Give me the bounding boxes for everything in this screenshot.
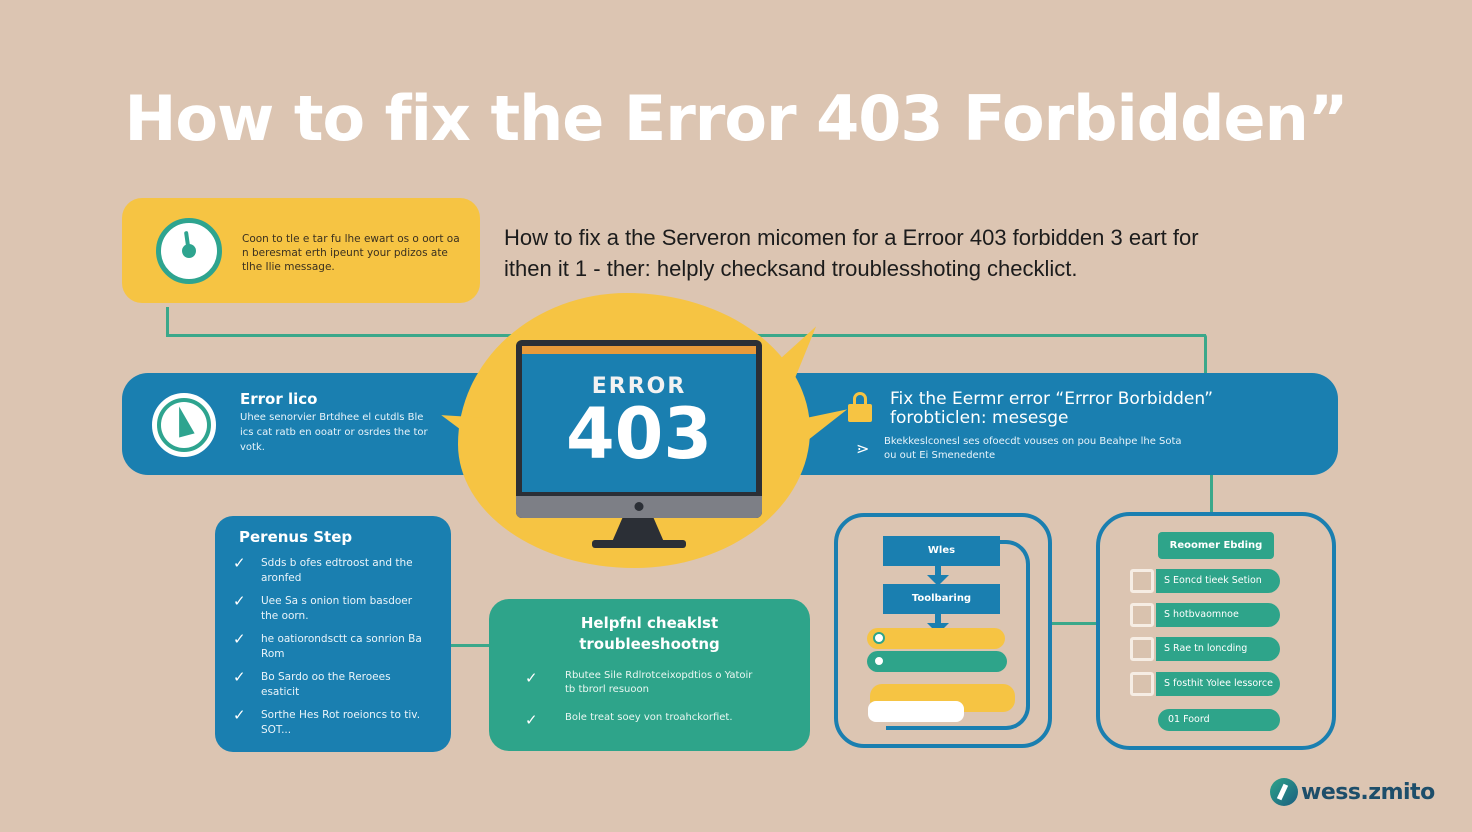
error-label: ERROR (591, 374, 687, 399)
step-text: Sdds b ofes edtroost and the aronfed (261, 557, 413, 584)
fix-error-body: Bkekkeslconesl ses ofoecdt vouses on pou… (884, 436, 1182, 461)
check-icon: ✓ (233, 630, 246, 648)
error-code: 403 (565, 393, 713, 475)
page-title: How to fix the Error 403 Forbidden” (124, 82, 1349, 155)
brand-logo: wess.zmito (1270, 778, 1435, 806)
check-icon: ✓ (233, 668, 246, 686)
fix-error-heading: Fix the Eermr error “Errror Borbidden” f… (890, 389, 1214, 428)
checklist-item: ✓ Bole treat soey von troahckorfiet. (525, 711, 765, 729)
fix-error-banner: Fix the Eermr error “Errror Borbidden” f… (780, 373, 1338, 475)
flow-step-1: Wles (883, 536, 1000, 566)
checklist-heading: Reoomer Ebding (1158, 532, 1274, 559)
monitor-base (592, 540, 686, 548)
checklist-footer-pill: 01 Foord (1158, 709, 1280, 731)
intro-card: Coon to tle e tar fu lhe ewart os o oort… (122, 198, 480, 303)
clock-icon (152, 393, 216, 457)
flow-bar-green (867, 651, 1007, 672)
helpful-checklist-heading: Helpfnl cheaklst troubleeshootng (489, 613, 810, 655)
checklist-row-label: S Rae tn loncding (1156, 637, 1280, 661)
error-info-heading: Error lico (240, 390, 318, 408)
arrow-down-icon (927, 566, 949, 586)
step-item: ✓ Sorthe Hes Rot roeioncs to tiv. SOT... (233, 708, 433, 737)
check-icon: ✓ (525, 711, 538, 729)
checkbox[interactable] (1130, 672, 1154, 696)
checklist-row[interactable]: S hotbvaomnoe (1130, 603, 1280, 627)
monitor-screen: ERROR 403 (522, 354, 756, 492)
connector-line (166, 307, 169, 335)
logo-wordmark: wess.zmito (1301, 779, 1435, 805)
arrow-down-icon (927, 614, 949, 634)
status-dot-icon (873, 632, 885, 644)
flow-bar-yellow (867, 628, 1005, 649)
chevron-right-icon: ⋗ (856, 439, 870, 458)
previous-step-heading: Perenus Step (239, 528, 353, 546)
intro-text: How to fix a the Serveron micomen for a … (504, 222, 1304, 284)
checkbox[interactable] (1130, 603, 1154, 627)
lock-icon (848, 392, 874, 422)
step-text: Sorthe Hes Rot roeioncs to tiv. SOT... (261, 709, 421, 736)
step-item: ✓ Uee Sa s onion tiom basdoer the oorn. (233, 594, 433, 623)
error-info-banner: Error lico Uhee senorvier Brtdhee el cut… (122, 373, 522, 475)
step-text: he oatiorondsctt ca sonrion Ba Rom (261, 633, 422, 660)
heading-line-2: troubleeshootng (579, 635, 720, 653)
connector-line (1052, 622, 1096, 625)
intro-line-2: ithen it 1 - ther: helply checksand trou… (504, 256, 1078, 281)
step-item: ✓ he oatiorondsctt ca sonrion Ba Rom (233, 632, 433, 661)
monitor-chin (516, 496, 762, 518)
intro-card-text: Coon to tle e tar fu lhe ewart os o oort… (242, 233, 460, 273)
checklist-item-text: Bole treat soey von troahckorfiet. (565, 712, 733, 723)
checkbox[interactable] (1130, 569, 1154, 593)
monitor-stand (612, 518, 664, 542)
helpful-checklist-card: Helpfnl cheaklst troubleeshootng ✓ Rbute… (489, 599, 810, 751)
status-dot-icon (873, 655, 885, 667)
previous-step-card: Perenus Step ✓ Sdds b ofes edtroost and … (215, 516, 451, 752)
checklist-row[interactable]: S fosthit Yolee lessorce (1130, 672, 1280, 696)
check-icon: ✓ (233, 554, 246, 572)
flow-bar-white (868, 701, 964, 722)
connector-line (451, 644, 489, 647)
checklist-row[interactable]: S Eoncd tieek Setion (1130, 569, 1280, 593)
checklist-item: ✓ Rbutee Sile Rdlrotceixopdtios o Yatoir… (525, 669, 765, 697)
step-text: Bo Sardo oo the Reroees esaticit (261, 671, 391, 698)
checklist-row-label: S Eoncd tieek Setion (1156, 569, 1280, 593)
checklist-row-label: S fosthit Yolee lessorce (1156, 672, 1280, 696)
error-info-body: Uhee senorvier Brtdhee el cutdls Ble ics… (240, 412, 428, 453)
connector-line (1210, 475, 1213, 513)
flow-step-2: Toolbaring (883, 584, 1000, 614)
check-icon: ✓ (233, 706, 246, 724)
monitor-illustration: ERROR 403 (516, 340, 762, 518)
step-item: ✓ Bo Sardo oo the Reroees esaticit (233, 670, 433, 699)
intro-line-1: How to fix a the Serveron micomen for a … (504, 225, 1199, 250)
checklist-row-label: S hotbvaomnoe (1156, 603, 1280, 627)
connector-line (1204, 334, 1207, 374)
clock-icon (156, 218, 222, 284)
check-icon: ✓ (233, 592, 246, 610)
heading-line-1: Helpfnl cheaklst (580, 614, 719, 632)
step-item: ✓ Sdds b ofes edtroost and the aronfed (233, 556, 433, 585)
step-text: Uee Sa s onion tiom basdoer the oorn. (261, 595, 413, 622)
checkbox[interactable] (1130, 637, 1154, 661)
checklist-item-text: Rbutee Sile Rdlrotceixopdtios o Yatoir t… (565, 670, 753, 695)
logo-mark-icon (1270, 778, 1298, 806)
flow-diagram-box (834, 513, 1052, 748)
check-icon: ✓ (525, 669, 538, 687)
camera-dot (634, 502, 644, 511)
checklist-row[interactable]: S Rae tn loncding (1130, 637, 1280, 661)
checklist-box (1096, 512, 1336, 750)
monitor-title-bar (522, 346, 756, 354)
